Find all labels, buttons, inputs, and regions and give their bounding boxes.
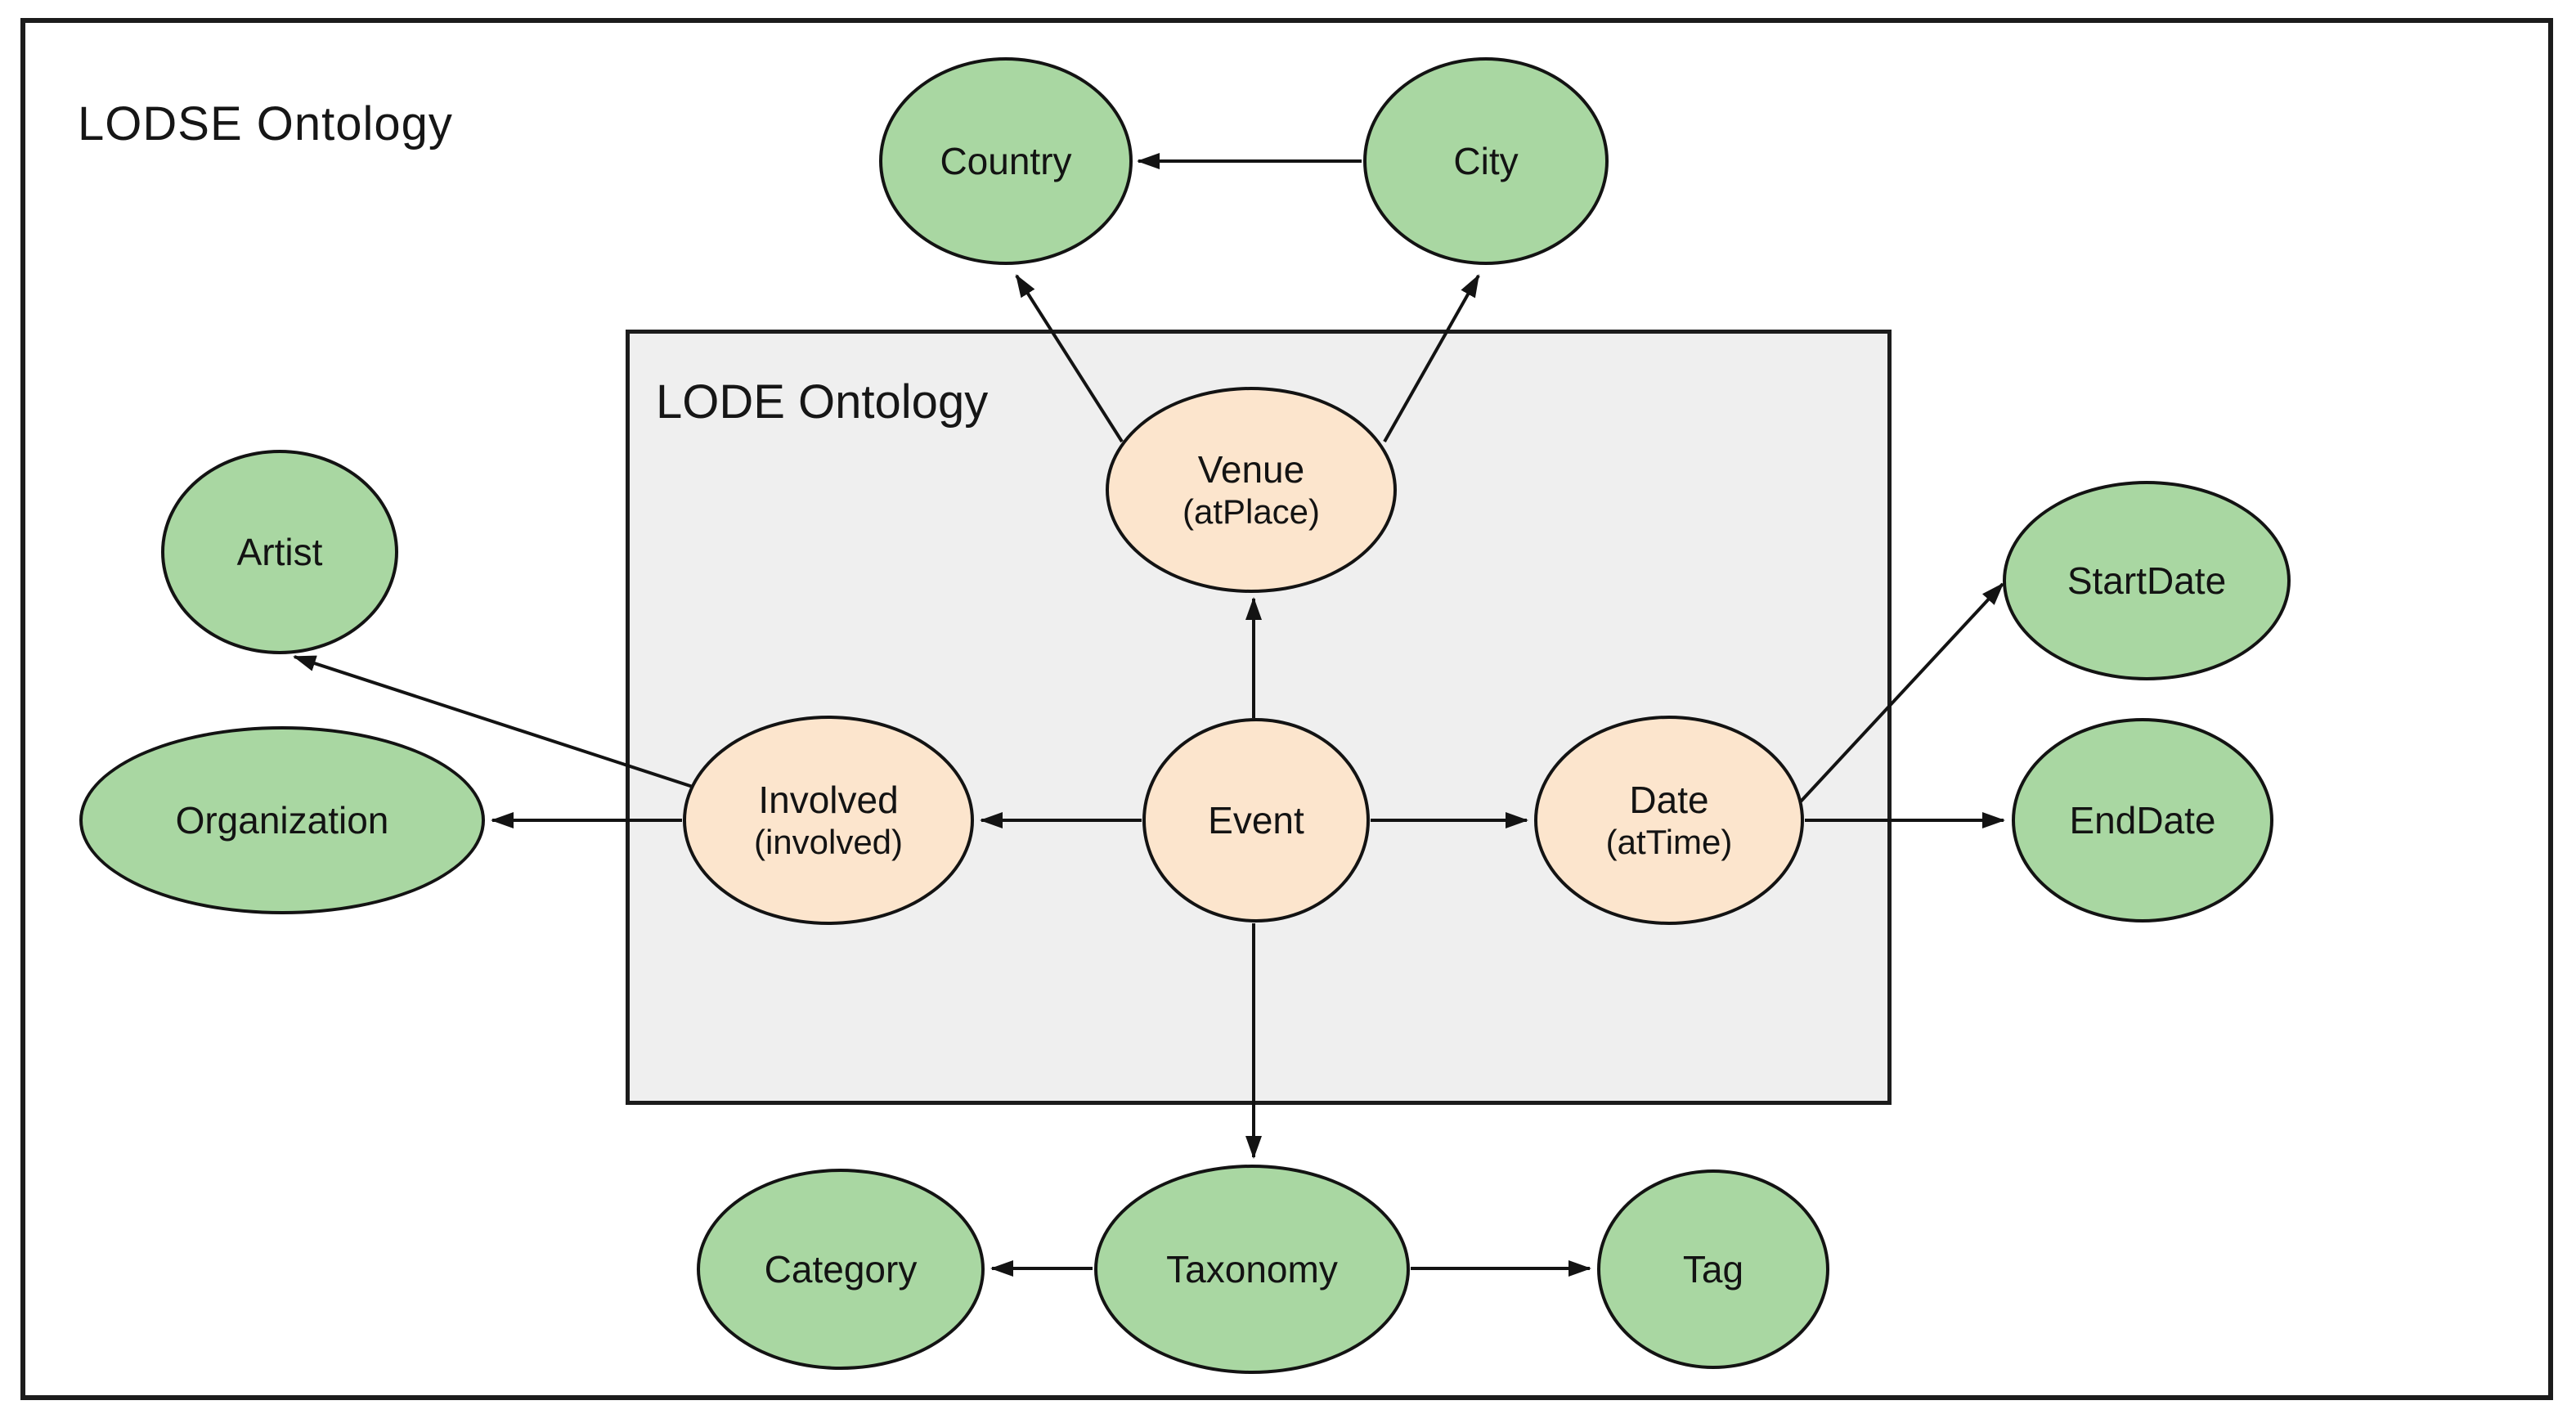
node-label: EndDate [2069, 798, 2216, 842]
lode-box-label: LODE Ontology [656, 375, 989, 429]
node-enddate: EndDate [2012, 718, 2273, 922]
node-tag: Tag [1597, 1169, 1829, 1369]
node-label: StartDate [2067, 559, 2227, 602]
node-organization: Organization [79, 726, 485, 914]
node-involved: Involved (involved) [683, 716, 974, 925]
node-venue: Venue (atPlace) [1106, 387, 1397, 593]
node-label: Tag [1682, 1247, 1744, 1291]
node-label: Category [764, 1247, 918, 1291]
node-sublabel: (atTime) [1605, 823, 1733, 862]
node-date: Date (atTime) [1534, 716, 1804, 925]
node-label: Venue [1197, 448, 1305, 492]
node-label: Organization [175, 798, 389, 842]
node-sublabel: (involved) [753, 823, 904, 862]
node-city: City [1363, 57, 1609, 265]
edge-date-startdate [1799, 582, 2004, 803]
edge-venue-country [1015, 274, 1124, 443]
node-label: Event [1208, 798, 1304, 842]
node-label: Date [1629, 779, 1709, 822]
node-startdate: StartDate [2003, 481, 2291, 680]
edge-venue-city [1383, 274, 1480, 442]
diagram-title: LODSE Ontology [78, 97, 453, 150]
node-country: Country [879, 57, 1133, 265]
node-label: Artist [236, 530, 323, 573]
node-label: Involved [758, 779, 899, 822]
node-sublabel: (atPlace) [1182, 492, 1321, 532]
node-artist: Artist [161, 450, 398, 654]
node-event: Event [1142, 718, 1370, 922]
edge-involved-artist [293, 655, 693, 788]
node-label: Country [940, 139, 1072, 182]
node-category: Category [697, 1169, 985, 1370]
node-label: City [1453, 139, 1519, 182]
node-label: Taxonomy [1166, 1247, 1338, 1291]
node-taxonomy: Taxonomy [1094, 1165, 1410, 1374]
